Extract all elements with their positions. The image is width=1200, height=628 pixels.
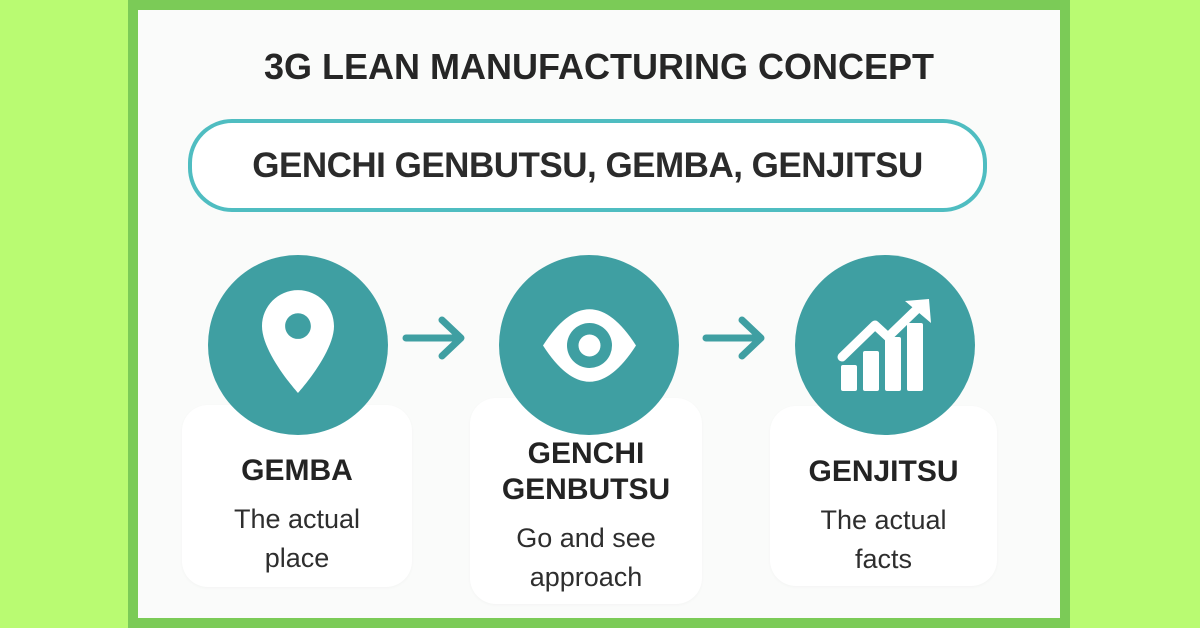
step-description: Go and see approach (516, 523, 656, 593)
subtitle-pill: GENCHI GENBUTSU, GEMBA, GENJITSU (188, 119, 987, 212)
page-title: 3G LEAN MANUFACTURING CONCEPT (263, 46, 934, 87)
step-circle-genjitsu (795, 255, 975, 435)
arrow-right-icon (402, 312, 468, 369)
eye-icon (541, 308, 638, 382)
step-card-genjitsu: GENJITSU The actual facts (770, 406, 997, 586)
step-title: GEMBA (241, 454, 353, 487)
step-circle-gemba (208, 255, 388, 435)
step-title: GENCHI GENBUTSU (501, 437, 671, 506)
step-title: GENJITSU (808, 455, 959, 488)
arrow-right-icon (702, 312, 768, 369)
step-circle-genchi-genbutsu (499, 255, 679, 435)
growth-bar-chart-icon (837, 299, 933, 391)
step-description: The actual facts (820, 505, 947, 575)
step-card-genchi-genbutsu: GENCHI GENBUTSU Go and see approach (470, 398, 702, 604)
location-pin-icon (262, 289, 334, 393)
subtitle-pill-label: GENCHI GENBUTSU, GEMBA, GENJITSU (252, 145, 923, 185)
step-description: The actual place (233, 504, 361, 574)
step-card-gemba: GEMBA The actual place (182, 405, 412, 587)
